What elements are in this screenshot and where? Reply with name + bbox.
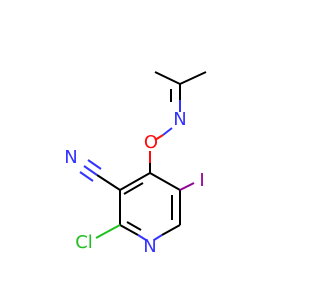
iodine-label: I xyxy=(199,170,204,191)
bond-ring-bottom-left xyxy=(119,224,139,236)
bond-ring-nitrogen-right xyxy=(153,234,163,241)
bond-ring-top-left xyxy=(119,172,151,191)
bond-ring-top-left-inner xyxy=(123,182,144,195)
ether-oxygen-label: O xyxy=(144,132,158,153)
ring-nitrogen-label: N xyxy=(143,236,156,257)
bond-iodine-upper xyxy=(179,182,195,191)
bond-ring-nitrogen-left xyxy=(137,234,147,241)
nitrile-nitrogen-label: N xyxy=(64,147,77,168)
bond-methyl-left xyxy=(154,71,181,85)
bond-nitrile-triple-1 xyxy=(87,159,102,170)
bond-layer xyxy=(79,71,207,241)
chlorine-label: Cl xyxy=(75,232,93,253)
oxime-nitrogen-label: N xyxy=(173,109,186,130)
bond-nitrile-mid xyxy=(83,165,98,176)
bond-chlorine-lower xyxy=(95,231,108,239)
bond-ring-top-right xyxy=(149,172,181,191)
bond-nitrogen-oxygen-lower xyxy=(154,134,164,141)
atom-label-layer: N O N I Cl N xyxy=(64,109,204,257)
bond-nitrile-triple-2 xyxy=(79,171,94,182)
bond-nitrile-upper xyxy=(96,174,121,191)
chemical-structure: N O N I Cl N xyxy=(64,71,207,257)
bond-methyl-right xyxy=(179,71,207,85)
bond-ring-bottom-left-inner xyxy=(126,221,142,231)
bond-nitrogen-oxygen-upper xyxy=(162,127,173,136)
bond-chlorine-upper xyxy=(106,224,121,233)
bond-ring-bottom-right xyxy=(161,224,181,236)
